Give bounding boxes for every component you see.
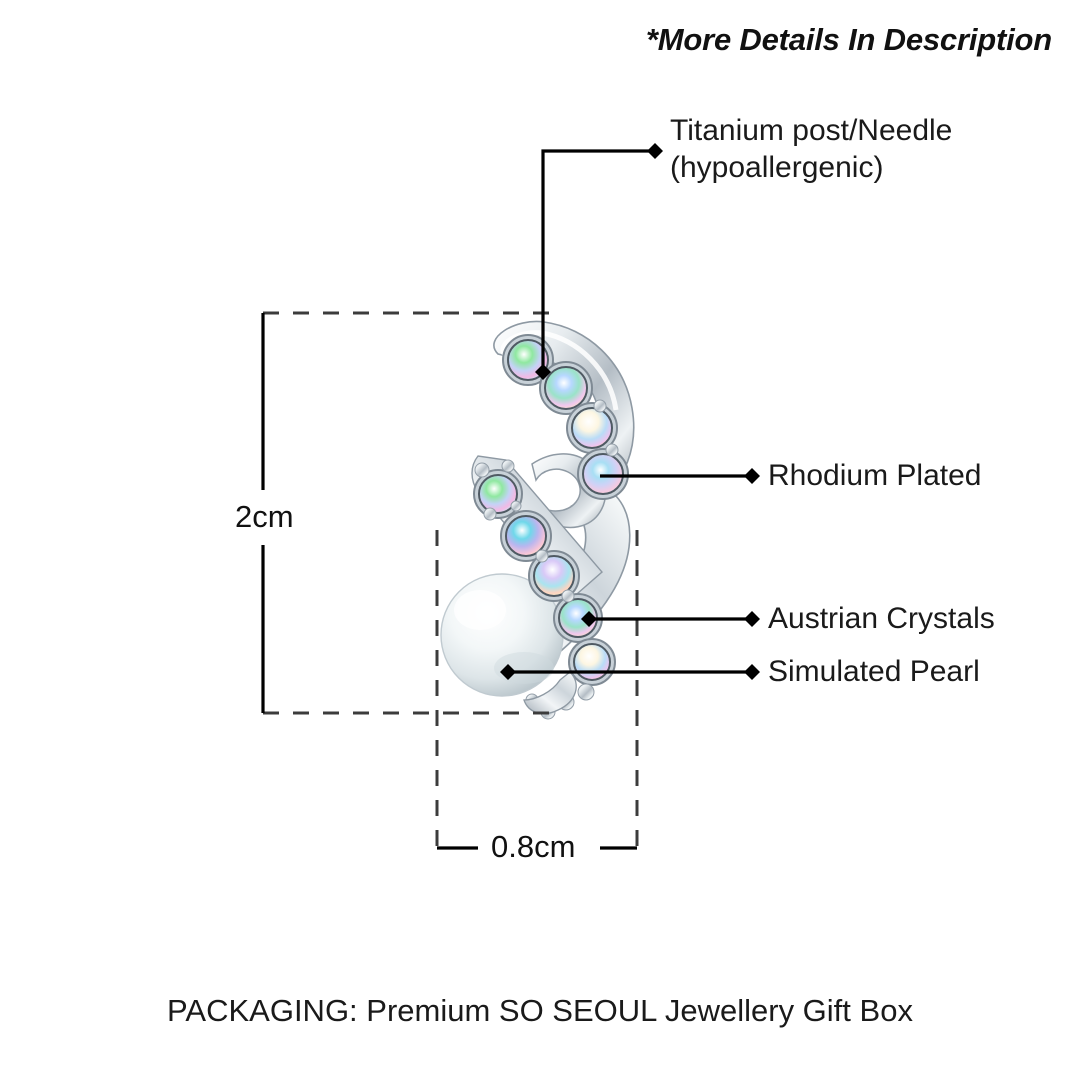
dimension-label-height: 2cm <box>228 499 301 535</box>
more-details-note: *More Details In Description <box>645 22 1052 57</box>
callout-line-2: (hypoallergenic) <box>670 150 884 184</box>
callout-label-austrian-crystals: Austrian Crystals <box>768 602 995 635</box>
callout-label-titanium-post: Titanium post/Needle (hypoallergenic) <box>670 113 1070 186</box>
dimension-label-width: 0.8cm <box>484 829 583 865</box>
earring-illustration <box>420 300 700 730</box>
crystal-row-lower <box>473 469 616 686</box>
callout-label-simulated-pearl: Simulated Pearl <box>768 655 980 688</box>
callout-label-rhodium-plated: Rhodium Plated <box>768 459 982 492</box>
callout-line-1: Titanium post/Needle <box>670 114 953 147</box>
crystal-row-upper <box>502 334 629 500</box>
packaging-note: PACKAGING: Premium SO SEOUL Jewellery Gi… <box>167 993 913 1028</box>
